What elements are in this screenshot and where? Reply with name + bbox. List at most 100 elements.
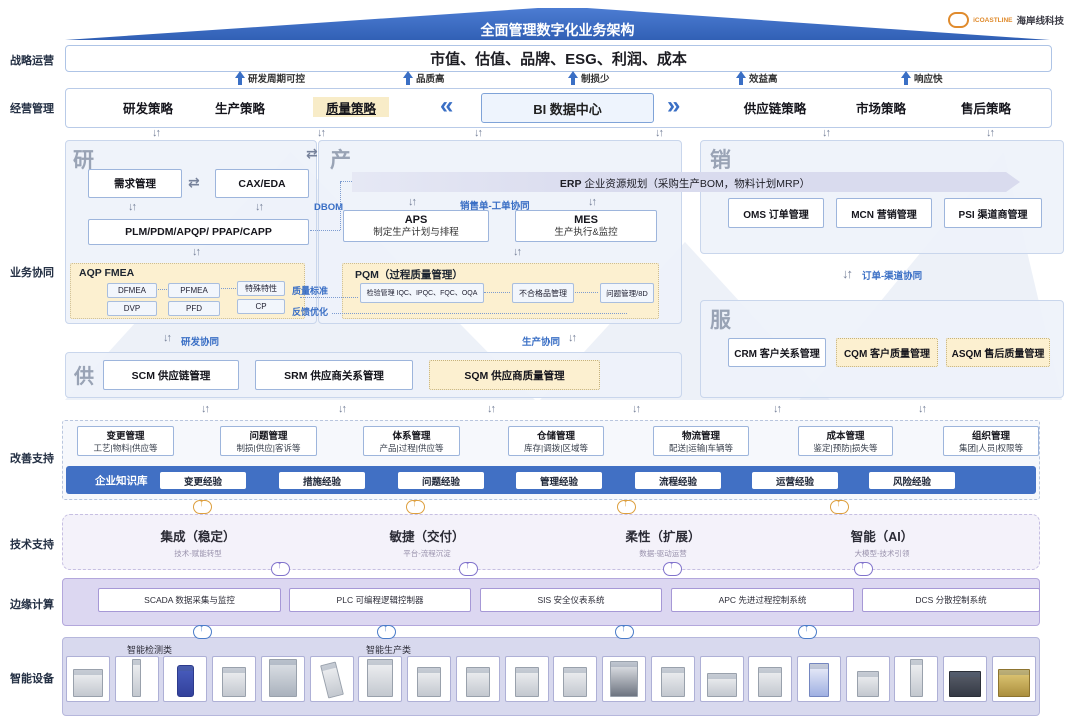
inspection-cell-icon	[212, 656, 256, 702]
pillar-ai: 智能（AI）大模型-技术引领	[797, 526, 967, 559]
kb-process-exp[interactable]: 流程经验	[635, 472, 721, 489]
scm-box[interactable]: SCM 供应链管理	[103, 360, 239, 390]
cax-eda-box[interactable]: CAX/EDA	[215, 169, 309, 198]
updown-arrows-icon	[822, 127, 829, 139]
dotted-connector	[300, 297, 358, 298]
dual-arm-robot-icon	[797, 656, 841, 702]
dotted-connector	[219, 288, 236, 289]
row-label-devices: 智能设备	[6, 670, 58, 686]
updown-arrows-icon	[338, 403, 345, 415]
feedback-label: 反馈优化	[292, 305, 328, 318]
chevron-right-icon	[667, 94, 680, 118]
kb-mgmt-exp[interactable]: 管理经验	[516, 472, 602, 489]
kb-risk-exp[interactable]: 风险经验	[869, 472, 955, 489]
company-name: 海岸线科技	[1016, 13, 1064, 27]
kb-change-exp[interactable]: 变更经验	[160, 472, 246, 489]
strategy-aftersales: 售后策略	[951, 97, 1021, 117]
dbom-label: DBOM	[314, 202, 343, 213]
updown-arrows-icon	[255, 201, 262, 213]
device-row	[66, 656, 1036, 702]
demand-mgmt-box[interactable]: 需求管理	[88, 169, 182, 198]
updown-arrows-icon	[632, 403, 639, 415]
page-title: 全面管理数字化业务架构	[65, 20, 1050, 40]
updown-arrows-icon	[487, 403, 494, 415]
row-label-improve: 改善支持	[6, 450, 58, 466]
service-label: 服	[710, 304, 731, 334]
cqm-box[interactable]: CQM 客户质量管理	[836, 338, 938, 367]
row-label-tech: 技术支持	[6, 536, 58, 552]
pqm-title: PQM（过程质量管理）	[355, 267, 463, 282]
crm-box[interactable]: CRM 客户关系管理	[728, 338, 826, 367]
psi-box[interactable]: PSI 渠道商管理	[944, 198, 1042, 228]
updown-arrows-icon	[192, 246, 199, 258]
pump-unit-icon	[505, 656, 549, 702]
cnc-machine-icon	[456, 656, 500, 702]
cost-mgmt-card: 成本管理鉴定|预防|损失等	[798, 426, 893, 456]
kpi-rd-cycle: 研发周期可控	[235, 71, 305, 85]
strategy-metrics-bar: 市值、估值、品牌、ESG、利润、成本	[65, 45, 1052, 72]
dotted-connector	[573, 292, 598, 293]
gantry-robot-icon	[700, 656, 744, 702]
updown-arrows-icon	[513, 246, 520, 258]
cloud-upload-icon	[406, 500, 425, 514]
kpi-loss: 制损少	[568, 71, 610, 85]
special-char-box: 特殊特性	[237, 281, 285, 296]
srm-box[interactable]: SRM 供应商关系管理	[255, 360, 413, 390]
dotted-connector	[484, 292, 510, 293]
coastline-cloud-icon	[948, 12, 969, 28]
cp-box: CP	[237, 299, 285, 314]
chevron-left-icon	[440, 94, 453, 118]
strategy-prod: 生产策略	[205, 97, 275, 117]
laser-marker-icon	[407, 656, 451, 702]
logistics-mgmt-card: 物流管理配送|运输|车辆等	[653, 426, 749, 456]
kb-measure-exp[interactable]: 措施经验	[279, 472, 365, 489]
group-label-production: 智能生产类	[366, 643, 411, 656]
pillar-agile: 敏捷（交付）平台-流程沉淀	[342, 526, 512, 559]
erp-text: ERP 企业资源规划（采购生产BOM，物料计划MRP）	[380, 176, 990, 191]
scada-box[interactable]: SCADA 数据采集与监控	[98, 588, 281, 612]
cloud-upload-icon	[271, 562, 290, 576]
mes-box[interactable]: MES 生产执行&监控	[515, 210, 657, 242]
kb-issue-exp[interactable]: 问题经验	[398, 472, 484, 489]
sales-block	[700, 140, 1064, 254]
updown-arrows-icon	[773, 403, 780, 415]
prod-collab-label: 生产协同	[522, 334, 560, 348]
updown-arrows-icon	[408, 196, 415, 208]
handheld-tester-icon	[163, 656, 207, 702]
supply-label: 供	[74, 360, 94, 389]
swap-arrows-icon	[306, 145, 318, 162]
dotted-connector	[340, 181, 352, 182]
plm-box[interactable]: PLM/PDM/APQP/ PPAP/CAPP	[88, 219, 309, 245]
org-mgmt-card: 组织管理集团|人员|权限等	[943, 426, 1039, 456]
up-arrow-icon	[901, 71, 911, 85]
sales-label: 销	[710, 144, 731, 174]
cloud-upload-icon	[377, 625, 396, 639]
asqm-box[interactable]: ASQM 售后质量管理	[946, 338, 1050, 367]
updown-arrows-icon	[163, 332, 170, 344]
kb-operation-exp[interactable]: 运营经验	[752, 472, 838, 489]
apc-box[interactable]: APC 先进过程控制系统	[671, 588, 854, 612]
plc-box[interactable]: PLC 可编程逻辑控制器	[289, 588, 471, 612]
dcs-box[interactable]: DCS 分散控制系统	[862, 588, 1040, 612]
strategy-market: 市场策略	[846, 97, 916, 117]
updown-arrows-icon	[201, 403, 208, 415]
bi-data-center[interactable]: BI 数据中心	[481, 93, 654, 123]
oms-box[interactable]: OMS 订单管理	[728, 198, 824, 228]
dotted-connector	[332, 313, 627, 314]
mcn-box[interactable]: MCN 营销管理	[836, 198, 932, 228]
sqm-box[interactable]: SQM 供应商质量管理	[429, 360, 600, 390]
cloud-upload-icon	[193, 625, 212, 639]
enclosed-machine-icon	[602, 656, 646, 702]
sis-box[interactable]: SIS 安全仪表系统	[480, 588, 662, 612]
group-label-inspection: 智能检测类	[127, 643, 172, 656]
aps-box[interactable]: APS 制定生产计划与排程	[343, 210, 489, 242]
rd-collab-label: 研发协同	[181, 334, 219, 348]
knowledge-base-label: 企业知识库	[95, 473, 148, 488]
test-cabinet-icon	[358, 656, 402, 702]
wire-bonder-icon	[992, 656, 1036, 702]
height-gauge-icon	[115, 656, 159, 702]
updown-arrows-icon	[655, 127, 662, 139]
dvp-box: DVP	[107, 301, 157, 316]
up-arrow-icon	[235, 71, 245, 85]
